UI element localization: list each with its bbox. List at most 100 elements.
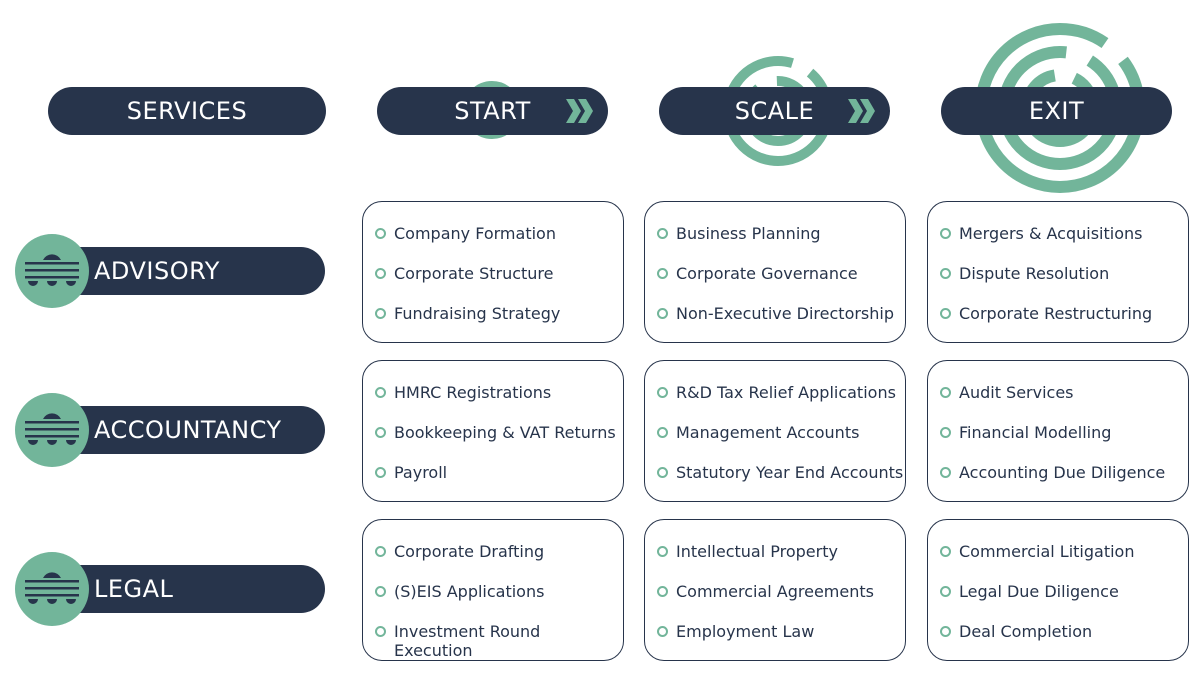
service-item: Deal Completion: [959, 622, 1093, 641]
boat-icon: [25, 254, 79, 286]
bullet-icon: [657, 387, 668, 398]
bullet-icon: [940, 228, 951, 239]
bullet-icon: [940, 586, 951, 597]
chevron-right-icon: [848, 99, 875, 123]
service-item: Mergers & Acquisitions: [959, 224, 1143, 243]
bullet-icon: [375, 387, 386, 398]
list-item: Commercial Litigation: [940, 542, 1188, 582]
bullet-icon: [657, 626, 668, 637]
row-legal: LEGAL: [70, 565, 325, 613]
bullet-icon: [375, 586, 386, 597]
bullet-icon: [657, 586, 668, 597]
list-item: Audit Services: [940, 383, 1188, 423]
bullet-icon: [657, 268, 668, 279]
bullet-icon: [940, 308, 951, 319]
bullet-icon: [375, 467, 386, 478]
bullet-icon: [375, 546, 386, 557]
list-item: Deal Completion: [940, 622, 1188, 662]
stage-scale: SCALE: [659, 87, 890, 135]
service-item: R&D Tax Relief Applications: [676, 383, 896, 402]
bullet-icon: [657, 308, 668, 319]
list-item: Commercial Agreements: [657, 582, 905, 622]
list-item: Accounting Due Diligence: [940, 463, 1188, 503]
list-item: Non-Executive Directorship: [657, 304, 905, 344]
bullet-icon: [375, 308, 386, 319]
card-advisory-start: Company Formation Corporate Structure Fu…: [362, 201, 624, 343]
list-item: Employment Law: [657, 622, 905, 662]
service-item: Corporate Drafting: [394, 542, 545, 561]
service-item: Non-Executive Directorship: [676, 304, 895, 323]
stage-start: START: [377, 87, 608, 135]
row-advisory: ADVISORY: [70, 247, 325, 295]
card-accountancy-start: HMRC Registrations Bookkeeping & VAT Ret…: [362, 360, 624, 502]
list-item: Fundraising Strategy: [375, 304, 623, 344]
service-item: Payroll: [394, 463, 448, 482]
bullet-icon: [375, 626, 386, 637]
list-item: R&D Tax Relief Applications: [657, 383, 905, 423]
service-item: Fundraising Strategy: [394, 304, 561, 323]
bullet-icon: [657, 546, 668, 557]
service-item: Company Formation: [394, 224, 556, 243]
bullet-icon: [940, 467, 951, 478]
service-item: Corporate Governance: [676, 264, 858, 283]
list-item: Mergers & Acquisitions: [940, 224, 1188, 264]
card-advisory-exit: Mergers & Acquisitions Dispute Resolutio…: [927, 201, 1189, 343]
legal-badge: [15, 552, 89, 626]
advisory-badge: [15, 234, 89, 308]
list-item: Corporate Restructuring: [940, 304, 1188, 344]
service-item: (S)EIS Applications: [394, 582, 545, 601]
card-accountancy-scale: R&D Tax Relief Applications Management A…: [644, 360, 906, 502]
row-accountancy-label: ACCOUNTANCY: [94, 416, 282, 444]
bullet-icon: [375, 427, 386, 438]
list-item: Investment Round Execution: [375, 622, 623, 662]
card-legal-exit: Commercial Litigation Legal Due Diligenc…: [927, 519, 1189, 661]
bullet-icon: [940, 268, 951, 279]
list-item: Payroll: [375, 463, 623, 503]
service-item: Business Planning: [676, 224, 821, 243]
bullet-icon: [375, 228, 386, 239]
accountancy-badge: [15, 393, 89, 467]
bullet-icon: [940, 387, 951, 398]
bullet-icon: [657, 427, 668, 438]
list-item: Company Formation: [375, 224, 623, 264]
service-item: Statutory Year End Accounts: [676, 463, 904, 482]
bullet-icon: [940, 626, 951, 637]
service-item: Financial Modelling: [959, 423, 1112, 442]
row-advisory-label: ADVISORY: [94, 257, 220, 285]
service-item: Commercial Litigation: [959, 542, 1135, 561]
service-item: Audit Services: [959, 383, 1074, 402]
card-accountancy-exit: Audit Services Financial Modelling Accou…: [927, 360, 1189, 502]
boat-icon: [25, 572, 79, 604]
boat-icon: [25, 413, 79, 445]
service-item: Corporate Restructuring: [959, 304, 1153, 323]
row-accountancy: ACCOUNTANCY: [70, 406, 325, 454]
chevron-right-icon: [566, 99, 593, 123]
services-header: SERVICES: [48, 87, 326, 135]
service-item: Dispute Resolution: [959, 264, 1110, 283]
list-item: Legal Due Diligence: [940, 582, 1188, 622]
services-label: SERVICES: [126, 97, 248, 125]
service-item: Legal Due Diligence: [959, 582, 1119, 601]
list-item: Corporate Drafting: [375, 542, 623, 582]
row-legal-label: LEGAL: [94, 575, 174, 603]
list-item: Financial Modelling: [940, 423, 1188, 463]
service-item: Intellectual Property: [676, 542, 838, 561]
stage-start-label: START: [454, 97, 531, 125]
bullet-icon: [657, 467, 668, 478]
bullet-icon: [657, 228, 668, 239]
card-advisory-scale: Business Planning Corporate Governance N…: [644, 201, 906, 343]
card-legal-start: Corporate Drafting (S)EIS Applications I…: [362, 519, 624, 661]
stage-exit: EXIT: [941, 87, 1172, 135]
bullet-icon: [375, 268, 386, 279]
stage-exit-label: EXIT: [1028, 97, 1085, 125]
list-item: Corporate Governance: [657, 264, 905, 304]
bullet-icon: [940, 546, 951, 557]
list-item: Corporate Structure: [375, 264, 623, 304]
list-item: Bookkeeping & VAT Returns: [375, 423, 623, 463]
list-item: Intellectual Property: [657, 542, 905, 582]
list-item: HMRC Registrations: [375, 383, 623, 423]
list-item: Dispute Resolution: [940, 264, 1188, 304]
service-item: Corporate Structure: [394, 264, 554, 283]
service-item: Management Accounts: [676, 423, 860, 442]
service-item: Employment Law: [676, 622, 815, 641]
